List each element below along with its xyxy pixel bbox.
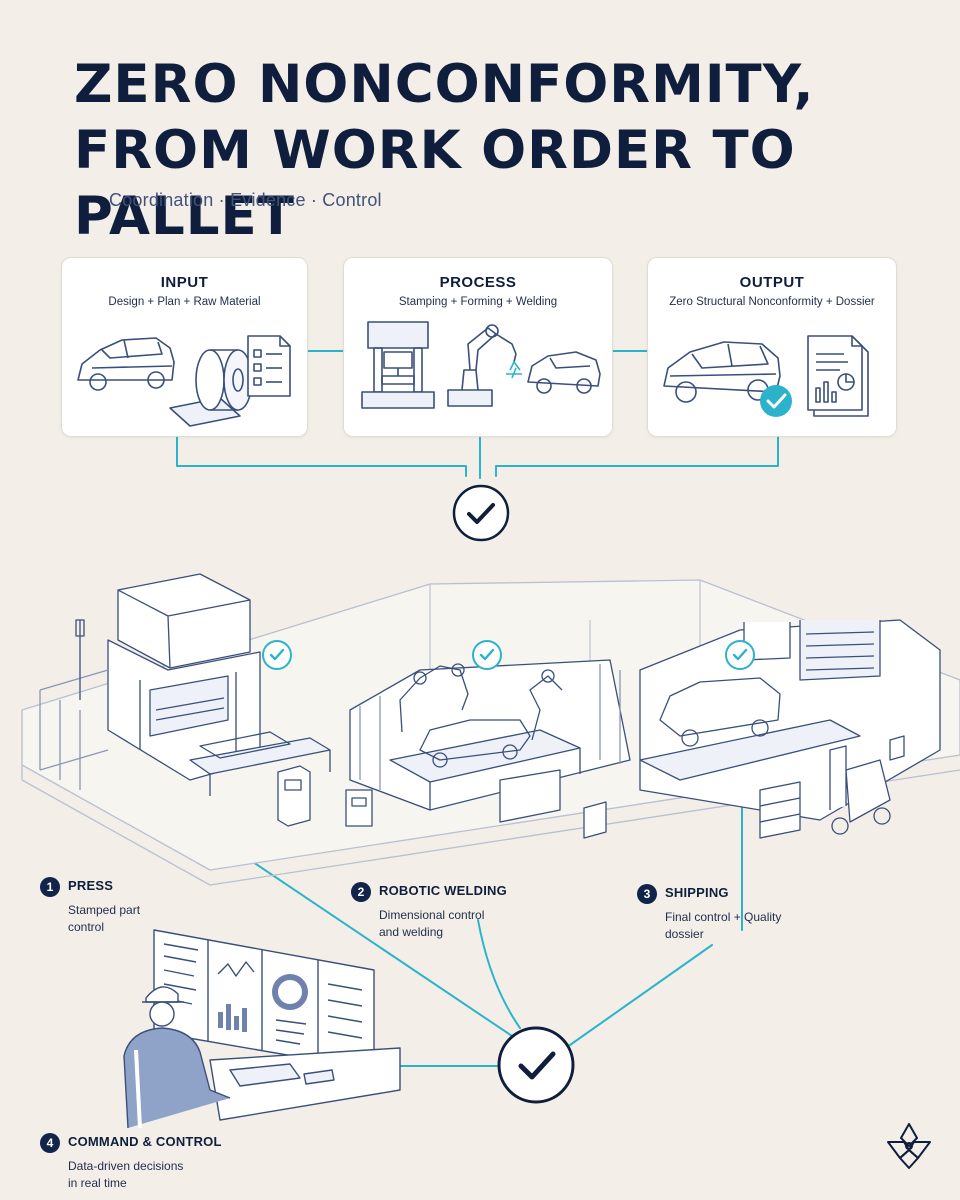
- signal-tower: [75, 619, 85, 700]
- station-description-line: dossier: [665, 927, 704, 941]
- station-title: ROBOTIC WELDING: [379, 883, 507, 898]
- car-frame-icon: [77, 337, 175, 391]
- checkmark-circle-icon: [725, 640, 755, 670]
- stage-title: OUTPUT: [739, 274, 805, 291]
- page-subtitle: Coordination · Evidence · Control: [109, 190, 382, 210]
- car-body-icon: [527, 351, 601, 394]
- station-description-line: in real time: [68, 1176, 127, 1190]
- checklist-document-icon: [247, 335, 291, 397]
- finished-car-icon: [663, 341, 781, 403]
- station-description-line: Stamped part: [68, 903, 141, 917]
- station-number: 3: [637, 884, 657, 904]
- drop-input: [176, 436, 467, 477]
- report-dossier-icon: [807, 335, 869, 417]
- station-description-line: Data-driven decisions: [68, 1159, 184, 1173]
- command-center-illustration: [123, 929, 401, 1129]
- feed-shipping: [569, 944, 713, 1046]
- robot-arm-icon: [447, 324, 522, 407]
- station-description: Final control + Quality dossier: [665, 909, 835, 943]
- stage-subtitle: Zero Structural Nonconformity + Dossier: [669, 296, 875, 308]
- approved-check-icon: [760, 385, 792, 417]
- press-conveyor: [189, 731, 331, 796]
- station-description: Data-driven decisions in real time: [68, 1158, 238, 1192]
- input-illustration: [77, 335, 291, 427]
- station-description-line: Dimensional control: [379, 908, 485, 922]
- checkmark-circle-icon: [262, 640, 292, 670]
- stage-title: PROCESS: [439, 274, 517, 291]
- station-title: COMMAND & CONTROL: [68, 1134, 222, 1149]
- stage-card-output: OUTPUT Zero Structural Nonconformity + D…: [647, 257, 897, 437]
- output-illustration: [663, 335, 869, 417]
- stage-card-process: PROCESS Stamping + Forming + Welding: [343, 257, 613, 437]
- process-illustration: [361, 321, 601, 409]
- title-line-2: FROM WORK ORDER TO PALLET: [74, 120, 796, 247]
- station-description-line: Final control + Quality: [665, 910, 782, 924]
- stage-title: INPUT: [160, 274, 209, 291]
- station-title: SHIPPING: [665, 885, 729, 900]
- checkmark-circle-icon: [452, 484, 510, 542]
- checkmark-circle-icon: [497, 1026, 575, 1104]
- shipping-area: [639, 619, 941, 839]
- stage-card-input: INPUT Design + Plan + Raw Material: [61, 257, 308, 437]
- press-machine: [39, 573, 261, 790]
- station-description: Dimensional control and welding: [379, 907, 549, 941]
- steel-coil-icon: [169, 349, 253, 427]
- drop-output: [495, 436, 779, 477]
- feed-welding: [477, 919, 521, 1029]
- title-line-1: ZERO NONCONFORMITY,: [74, 54, 815, 115]
- stage-subtitle: Design + Plan + Raw Material: [108, 296, 261, 308]
- press-machine-icon: [361, 321, 435, 409]
- robotic-welding-cell: [345, 659, 631, 839]
- checkmark-circle-icon: [472, 640, 502, 670]
- operator-figure: [123, 986, 231, 1129]
- station-description-line: control: [68, 920, 105, 934]
- stage-subtitle: Stamping + Forming + Welding: [398, 296, 558, 308]
- flower-logo-icon: [887, 1123, 931, 1169]
- station-title: PRESS: [68, 878, 114, 893]
- station-description: Stamped part control: [68, 902, 238, 936]
- station-number: 1: [40, 877, 60, 897]
- station-number: 2: [351, 882, 371, 902]
- control-pillar: [277, 765, 311, 827]
- factory-floor-illustration: [21, 573, 960, 886]
- station-number: 4: [40, 1133, 60, 1153]
- station-description-line: and welding: [379, 925, 444, 939]
- page-title: ZERO NONCONFORMITY, FROM WORK ORDER TO P…: [74, 52, 934, 250]
